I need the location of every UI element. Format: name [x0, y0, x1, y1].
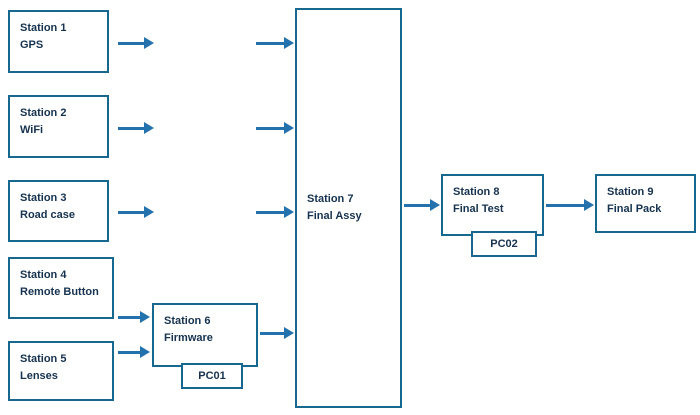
node-subtitle: Final Test: [453, 203, 504, 216]
node-station-1: Station 1 GPS: [8, 10, 109, 73]
attachment-label: PC01: [198, 370, 226, 382]
arrow-line: [404, 203, 430, 207]
node-station-4: Station 4 Remote Button: [8, 257, 114, 319]
arrow-head-icon: [140, 310, 150, 323]
node-subtitle: Road case: [20, 209, 76, 222]
node-station-2: Station 2 WiFi: [8, 95, 109, 158]
node-title: Station 2: [20, 107, 67, 119]
attachment-label: PC02: [490, 238, 518, 250]
arrow-head-icon: [284, 121, 294, 134]
arrow-line: [260, 331, 284, 335]
arrow-line: [256, 126, 284, 130]
node-subtitle: Final Pack: [607, 203, 662, 216]
arrow-head-icon: [144, 121, 154, 134]
node-subtitle: GPS: [20, 39, 44, 52]
arrow-head-icon: [430, 198, 440, 211]
node-title: Station 5: [20, 353, 67, 365]
attachment-pc01: PC01: [181, 363, 243, 389]
arrow-head-icon: [584, 198, 594, 211]
node-title: Station 9: [607, 186, 654, 198]
node-station-8: Station 8 Final Test: [441, 174, 544, 236]
arrow-head-icon: [284, 326, 294, 339]
node-subtitle: Lenses: [20, 370, 58, 383]
node-station-3: Station 3 Road case: [8, 180, 109, 242]
arrow-line: [118, 315, 140, 319]
arrow-head-icon: [284, 205, 294, 218]
attachment-pc02: PC02: [471, 231, 537, 257]
node-station-6: Station 6 Firmware: [152, 303, 258, 367]
arrow-line: [546, 203, 584, 207]
node-subtitle: Remote Button: [20, 286, 99, 299]
node-subtitle: Final Assy: [307, 210, 362, 222]
node-subtitle: WiFi: [20, 124, 44, 137]
arrow-line: [256, 210, 284, 214]
arrow-line: [118, 210, 144, 214]
node-title: Station 1: [20, 22, 67, 34]
arrow-line: [118, 126, 144, 130]
node-title: Station 7: [307, 192, 354, 205]
arrow-line: [118, 41, 144, 45]
node-station-5: Station 5 Lenses: [8, 341, 114, 401]
node-station-9: Station 9 Final Pack: [595, 174, 696, 233]
node-subtitle: Firmware: [164, 332, 213, 345]
node-station-7: Station 7 Final Assy: [295, 8, 402, 408]
node-title: Station 6: [164, 315, 211, 327]
node-title: Station 8: [453, 186, 500, 198]
arrow-head-icon: [140, 345, 150, 358]
arrow-line: [118, 350, 140, 354]
arrow-head-icon: [144, 205, 154, 218]
arrow-head-icon: [284, 36, 294, 49]
arrow-line: [256, 41, 284, 45]
node-title: Station 4: [20, 269, 67, 281]
node-title: Station 3: [20, 192, 67, 204]
arrow-head-icon: [144, 36, 154, 49]
